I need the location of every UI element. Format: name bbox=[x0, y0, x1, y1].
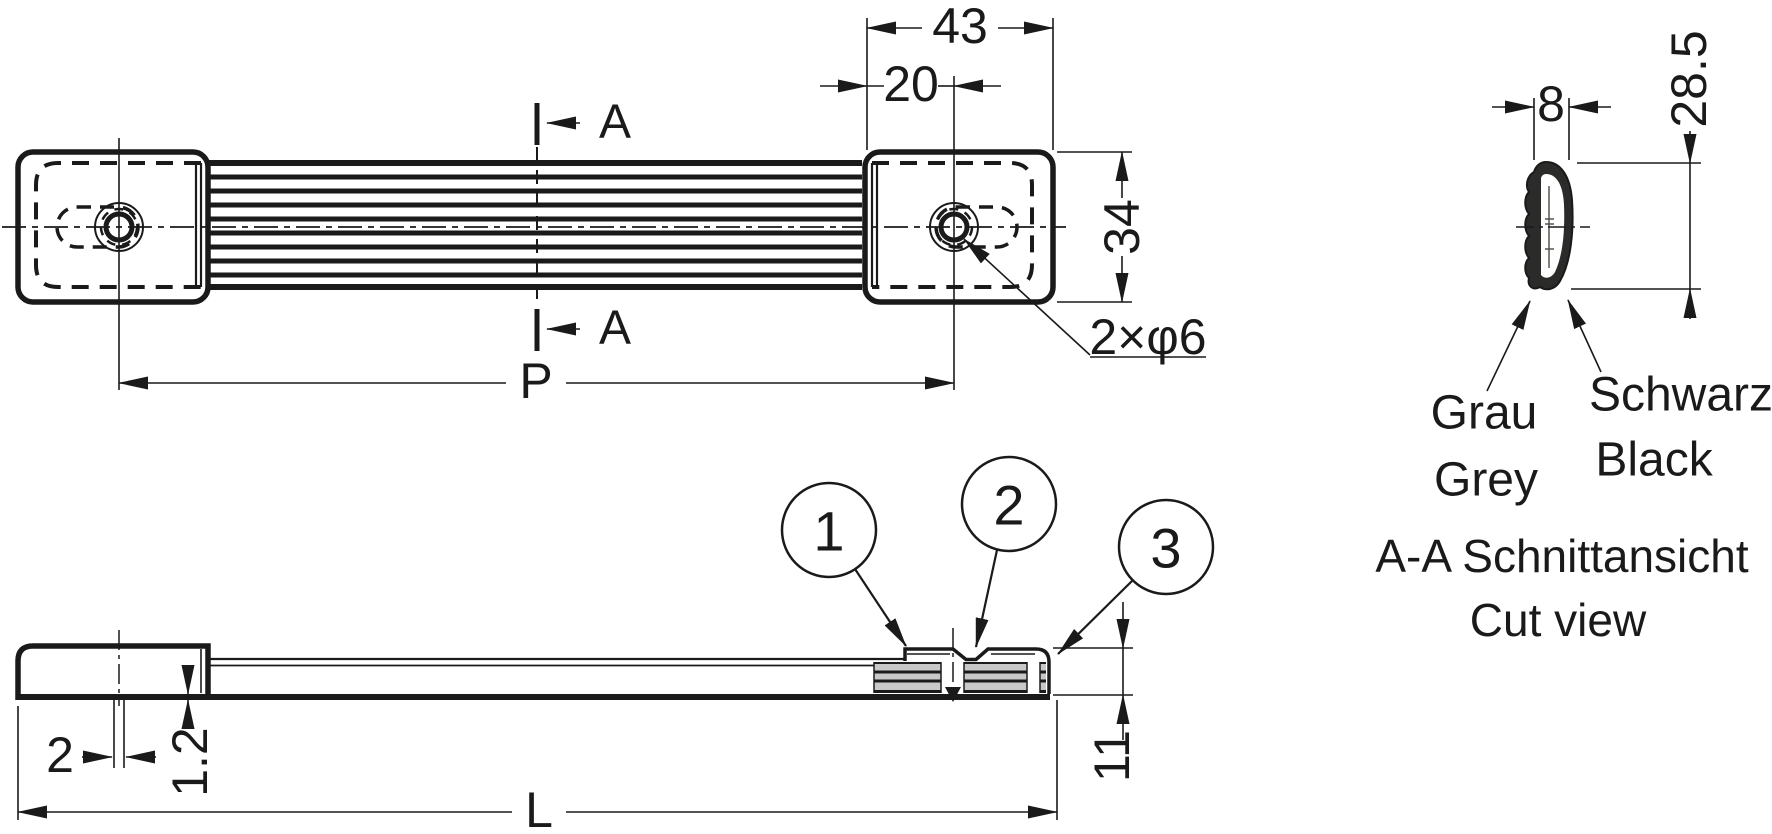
dim-cap-height: 34 bbox=[1057, 151, 1150, 303]
side-view: 1 2 3 11 2 bbox=[15, 455, 1215, 834]
cut-view: 8 28.5 Grau Grey Schwarz Black A-A Schni… bbox=[1375, 30, 1772, 646]
dim-hole-callout-label: 2×φ6 bbox=[1089, 309, 1206, 365]
section-marker-top: A bbox=[534, 96, 631, 149]
label-black-de: Schwarz bbox=[1589, 369, 1772, 422]
section-label-top: A bbox=[599, 96, 631, 149]
dim-cap-width: 43 bbox=[866, 0, 1054, 150]
side-left-cap bbox=[15, 643, 211, 700]
cut-section-inner bbox=[1541, 174, 1565, 278]
dim-end-height-label: 11 bbox=[1084, 730, 1140, 782]
dim-end-height: 11 bbox=[1053, 602, 1140, 782]
balloon-2-label: 2 bbox=[993, 474, 1024, 537]
dim-hole-offset-label: 20 bbox=[883, 56, 939, 112]
front-hidden-outlines bbox=[34, 161, 1034, 289]
side-base-plate bbox=[18, 694, 1050, 700]
dim-cut-width: 8 bbox=[1492, 76, 1611, 160]
label-grey-de: Grau bbox=[1431, 387, 1538, 440]
balloon-2: 2 bbox=[960, 455, 1058, 648]
material-labels: Grau Grey Schwarz Black bbox=[1431, 299, 1772, 507]
front-strap-end-lines bbox=[194, 163, 879, 287]
front-left-hole bbox=[94, 202, 144, 252]
dim-cap-width-label: 43 bbox=[932, 0, 988, 54]
balloon-1-label: 1 bbox=[813, 500, 844, 563]
side-centerline-arrow bbox=[945, 687, 961, 702]
balloon-3-label: 3 bbox=[1150, 517, 1181, 580]
balloon-1: 1 bbox=[780, 481, 907, 647]
section-label-bottom: A bbox=[599, 302, 631, 355]
balloon-3: 3 bbox=[1057, 498, 1215, 655]
front-view: 43 20 34 2×φ6 A bbox=[2, 0, 1207, 409]
dim-total-length: L bbox=[17, 700, 1058, 834]
cut-view-caption-de: A-A Schnittansicht bbox=[1375, 530, 1749, 582]
dim-plate-thickness-label: 1.2 bbox=[162, 727, 218, 797]
dim-pitch: P bbox=[118, 353, 955, 409]
label-grey-en: Grey bbox=[1434, 454, 1538, 507]
dim-total-length-label: L bbox=[525, 782, 553, 834]
section-marker-bottom: A bbox=[534, 302, 631, 355]
front-strap-ribs bbox=[208, 160, 862, 290]
dim-cut-height-label: 28.5 bbox=[1661, 30, 1717, 127]
dim-hole-callout: 2×φ6 bbox=[963, 238, 1207, 365]
side-end-top-profile bbox=[903, 647, 1051, 694]
dim-end-offset-label: 2 bbox=[46, 727, 74, 783]
side-strap-lines bbox=[208, 657, 905, 667]
dim-cut-height: 28.5 bbox=[1571, 30, 1717, 319]
dim-plate-thickness: 1.2 bbox=[162, 665, 218, 797]
dim-hole-offset: 20 bbox=[820, 56, 1001, 112]
dim-pitch-label: P bbox=[519, 353, 552, 409]
dim-cut-width-label: 8 bbox=[1537, 76, 1565, 132]
cut-view-caption-en: Cut view bbox=[1470, 594, 1647, 646]
label-black-en: Black bbox=[1595, 434, 1713, 487]
dim-cap-height-label: 34 bbox=[1094, 199, 1150, 255]
dim-end-offset: 2 bbox=[46, 700, 156, 783]
front-right-hole bbox=[929, 202, 979, 252]
side-right-end bbox=[873, 647, 1051, 694]
